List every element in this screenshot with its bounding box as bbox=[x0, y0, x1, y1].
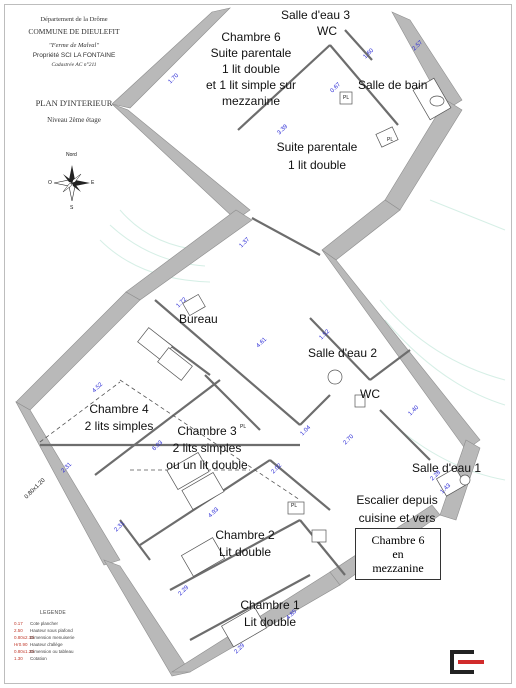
compass-south: S bbox=[70, 205, 74, 211]
header-owner: Propriété SCI LA FONTAINE bbox=[32, 52, 116, 59]
room-suite-bed: 1 lit double bbox=[287, 158, 347, 172]
room-escalier-line1: Escalier depuis bbox=[356, 493, 438, 507]
room-chambre6-line2: Suite parentale bbox=[210, 46, 292, 60]
plan-level: Niveau 2ème étage bbox=[47, 116, 101, 124]
placard-label: PL bbox=[291, 503, 298, 509]
room-chambre4-beds: 2 lits simples bbox=[84, 419, 154, 433]
legend-code: 0.80x2.10 bbox=[14, 635, 34, 640]
room-wc-mid: WC bbox=[360, 387, 380, 401]
header-property: "Ferme de Malval" bbox=[48, 42, 100, 49]
compass-rose bbox=[53, 165, 90, 202]
callout-line2: en bbox=[392, 547, 404, 561]
legend-code: 2.50 bbox=[14, 628, 23, 633]
room-chambre6-title: Chambre 6 bbox=[221, 30, 281, 44]
room-chambre3-title: Chambre 3 bbox=[177, 424, 237, 438]
room-chambre2-title: Chambre 2 bbox=[215, 528, 275, 542]
room-chambre1-title: Chambre 1 bbox=[240, 598, 300, 612]
room-chambre6-line5: mezzanine bbox=[221, 94, 281, 108]
callout-line3: mezzanine bbox=[372, 561, 424, 575]
room-chambre4-title: Chambre 4 bbox=[89, 402, 149, 416]
placard-label: PL bbox=[240, 424, 247, 430]
room-chambre2-bed: Lit double bbox=[218, 545, 272, 559]
room-escalier-line2: cuisine et vers bbox=[358, 511, 436, 525]
legend-row: 0.80x1.20Dimension ou tableau bbox=[14, 649, 74, 654]
room-bureau: Bureau bbox=[179, 312, 218, 326]
compass-north: Nord bbox=[66, 152, 77, 158]
interior-walls bbox=[40, 29, 431, 641]
room-wc-top: WC bbox=[317, 24, 337, 38]
legend-text: Cotation bbox=[30, 656, 47, 661]
compass-east: E bbox=[91, 180, 95, 186]
legend-code: Hr0.90 bbox=[14, 642, 28, 647]
header-cadastre: Cadastrée AC n°211 bbox=[51, 62, 97, 68]
placard-label: PL bbox=[343, 95, 350, 101]
legend-text: Cote plancher bbox=[30, 621, 59, 626]
legend-row: 0.80x2.10Dimension menuiserie bbox=[14, 635, 75, 640]
legend-row: 1.30 Cotation bbox=[14, 656, 47, 661]
header-commune: COMMUNE DE DIEULEFIT bbox=[28, 27, 120, 36]
legend-code: 0.80x1.20 bbox=[14, 649, 34, 654]
room-salle-eau-2: Salle d'eau 2 bbox=[308, 346, 378, 360]
legend-text: Dimension menuiserie bbox=[30, 635, 75, 640]
legend-text: Hauteur d'allège bbox=[30, 642, 63, 647]
room-salle-eau-1: Salle d'eau 1 bbox=[412, 461, 482, 475]
room-chambre1-bed: Lit double bbox=[243, 615, 297, 629]
header-department: Département de la Drôme bbox=[40, 16, 108, 23]
legend-text: Hauteur sous plafond bbox=[30, 628, 73, 633]
room-chambre3-line2: 2 lits simples bbox=[172, 441, 242, 455]
legend-code: 1.30 bbox=[14, 656, 23, 661]
legend-row: 0.17 Cote plancher bbox=[14, 621, 58, 626]
room-chambre6-line3: 1 lit double bbox=[221, 62, 281, 76]
room-chambre6-line4: et 1 lit simple sur bbox=[205, 78, 297, 92]
compass-west: O bbox=[48, 180, 52, 186]
legend-text: Dimension ou tableau bbox=[30, 649, 74, 654]
room-salle-eau-3: Salle d'eau 3 bbox=[281, 8, 351, 22]
dashed-beams bbox=[39, 379, 301, 501]
legend-row: 2.50 Hauteur sous plafond bbox=[14, 628, 73, 633]
placard-label: PL bbox=[387, 137, 394, 143]
legend-code: 0.17 bbox=[14, 621, 23, 626]
fixtures bbox=[137, 77, 471, 648]
company-logo bbox=[450, 650, 484, 674]
callout-line1: Chambre 6 bbox=[371, 533, 425, 547]
room-suite-parentale: Suite parentale bbox=[276, 140, 358, 154]
mezzanine-callout: Chambre 6 en mezzanine bbox=[355, 528, 441, 580]
room-salle-de-bain: Salle de bain bbox=[358, 78, 428, 92]
plan-title: PLAN D'INTERIEUR bbox=[35, 98, 113, 108]
legend-title: LEGENDE bbox=[40, 610, 66, 616]
room-chambre3-line3: ou un lit double bbox=[166, 458, 248, 472]
